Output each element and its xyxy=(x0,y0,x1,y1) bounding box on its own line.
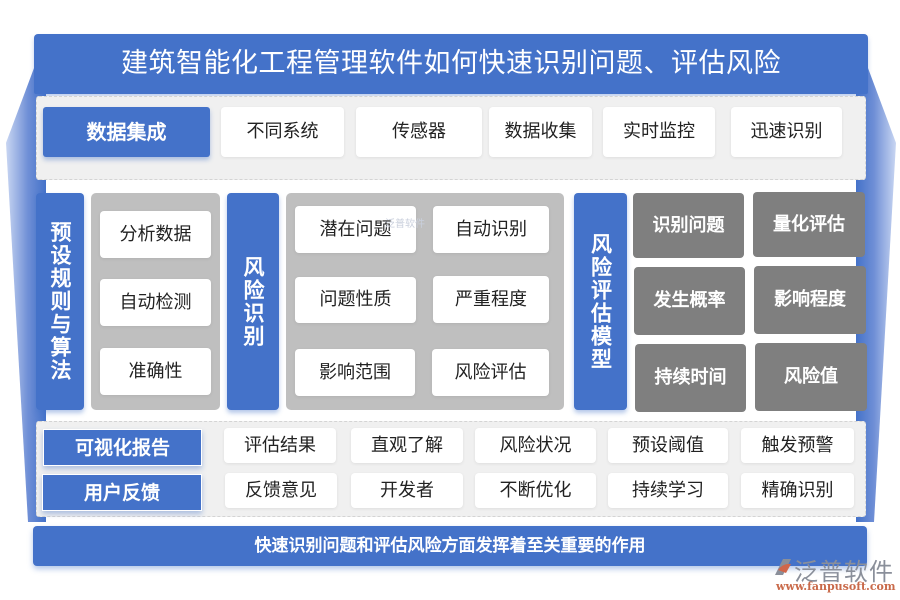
preset-rules-label: 预设规则与算法 xyxy=(36,193,84,410)
risk-model-item: 持续时间 xyxy=(635,344,746,412)
brand-mark-icon xyxy=(775,559,791,575)
user-feedback-label: 用户反馈 xyxy=(42,474,202,511)
visual-report-item: 触发预警 xyxy=(741,428,854,463)
diagram-title: 建筑智能化工程管理软件如何快速识别问题、评估风险 xyxy=(34,34,868,94)
brand-name: 泛普软件 xyxy=(794,558,894,586)
risk-identification-item: 严重程度 xyxy=(433,276,549,323)
risk-identification-item: 潜在问题 xyxy=(295,206,416,253)
risk-identification-text: 风险识别 xyxy=(241,255,266,348)
brand-logo: 泛普软件 www.fanpusoft.com xyxy=(770,552,896,598)
user-feedback-item: 不断优化 xyxy=(475,473,596,508)
user-feedback-item: 反馈意见 xyxy=(225,473,337,508)
risk-identification-item: 自动识别 xyxy=(433,206,549,253)
data-integration-item: 传感器 xyxy=(356,107,482,157)
data-integration-item: 迅速识别 xyxy=(731,107,842,157)
risk-model-item: 发生概率 xyxy=(634,267,745,335)
risk-identification-item: 问题性质 xyxy=(295,277,416,323)
visual-report-item: 直观了解 xyxy=(351,428,463,463)
visual-report-item: 评估结果 xyxy=(224,428,336,463)
user-feedback-item: 精确识别 xyxy=(741,473,854,508)
preset-rules-item: 分析数据 xyxy=(100,211,211,258)
risk-model-item: 量化评估 xyxy=(753,192,865,257)
preset-rules-text: 预设规则与算法 xyxy=(48,221,73,382)
data-integration-item: 数据收集 xyxy=(489,107,592,157)
preset-rules-item: 自动检测 xyxy=(100,279,211,326)
risk-identification-item: 风险评估 xyxy=(432,349,549,396)
user-feedback-item: 开发者 xyxy=(351,473,463,508)
visual-report-item: 风险状况 xyxy=(475,428,596,463)
preset-rules-item: 准确性 xyxy=(100,348,211,395)
risk-model-text: 风险评估模型 xyxy=(588,232,614,371)
risk-model-label: 风险评估模型 xyxy=(574,193,627,410)
watermark-text: 泛普软件 xyxy=(385,219,425,230)
brand-url: www.fanpusoft.com xyxy=(776,580,896,593)
user-feedback-item: 持续学习 xyxy=(608,473,728,508)
data-integration-label: 数据集成 xyxy=(43,107,210,157)
risk-model-item: 风险值 xyxy=(755,343,867,411)
risk-identification-item: 影响范围 xyxy=(295,349,415,396)
risk-model-item: 影响程度 xyxy=(754,266,866,334)
visual-report-item: 预设阈值 xyxy=(608,428,728,463)
conclusion-banner: 快速识别问题和评估风险方面发挥着至关重要的作用 xyxy=(33,526,867,566)
risk-model-item: 识别问题 xyxy=(633,193,744,258)
visual-report-label: 可视化报告 xyxy=(43,429,202,466)
data-integration-item: 不同系统 xyxy=(221,107,344,157)
risk-identification-label: 风险识别 xyxy=(227,193,279,410)
data-integration-item: 实时监控 xyxy=(603,107,715,157)
